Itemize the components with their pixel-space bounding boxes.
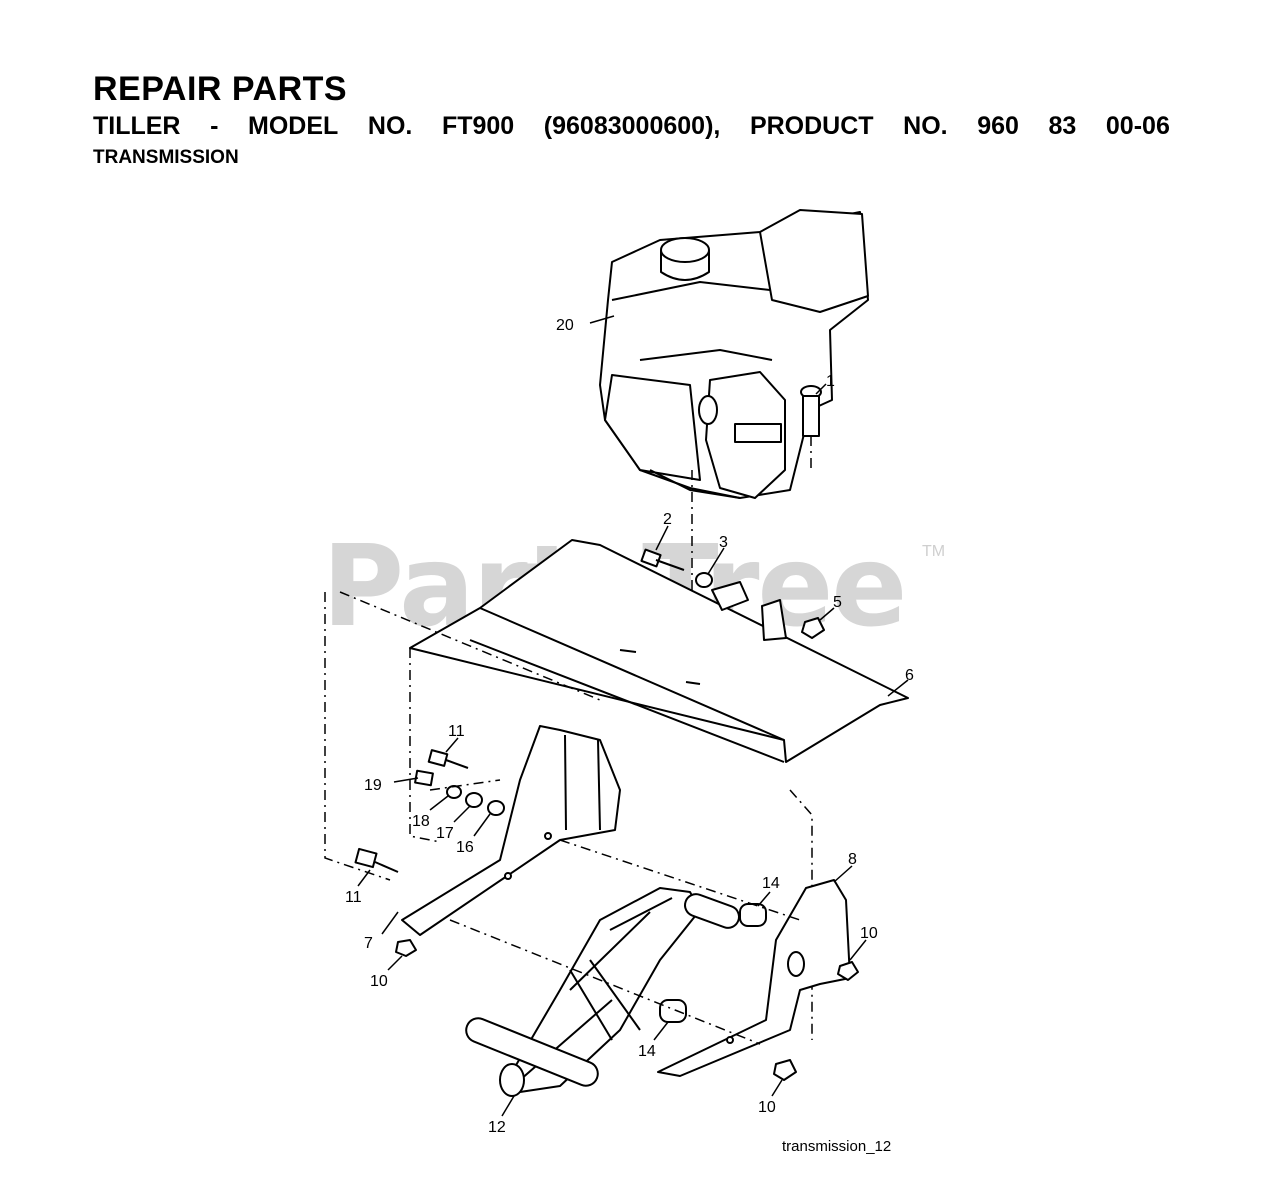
callout-10-right: 10 <box>860 925 878 942</box>
alignment-line <box>559 839 801 921</box>
subtitle-word: TILLER <box>93 112 181 140</box>
callout-14-lower: 14 <box>638 1043 656 1060</box>
callout-10-bottom: 10 <box>758 1099 776 1116</box>
bolt-part-11-lower[interactable] <box>354 847 399 873</box>
callout-16: 16 <box>456 839 474 856</box>
callout-2: 2 <box>663 511 672 528</box>
tine-shield-part[interactable] <box>409 539 909 763</box>
callout-18: 18 <box>412 813 430 830</box>
washer-part-17[interactable] <box>465 792 483 808</box>
alignment-line <box>324 592 391 881</box>
nut-part-10-bottom[interactable] <box>773 1059 797 1081</box>
figure-caption: transmission_12 <box>782 1138 892 1155</box>
nut-part-5[interactable] <box>801 617 825 639</box>
subtitle-word: PRODUCT <box>749 112 874 140</box>
subtitle-word: 960 <box>977 112 1019 140</box>
chain-case-part[interactable] <box>463 887 742 1097</box>
washer-part-3[interactable] <box>695 572 713 588</box>
callout-14-upper: 14 <box>762 875 780 892</box>
alignment-line <box>339 591 601 701</box>
washer-part-18[interactable] <box>446 785 462 799</box>
callout-10-left: 10 <box>370 973 388 990</box>
bolt-part-1[interactable] <box>800 385 822 470</box>
spacer-part-14-lower[interactable] <box>659 999 687 1023</box>
callout-5: 5 <box>833 594 842 611</box>
subtitle-word: NO. <box>367 112 413 140</box>
subtitle-word: FT900 <box>441 112 515 140</box>
subtitle-word: NO. <box>903 112 948 140</box>
page-title: REPAIR PARTS <box>93 70 348 108</box>
subtitle-word: 83 <box>1048 112 1077 140</box>
model-subtitle: TILLER - MODEL NO. FT900 (96083000600), … <box>93 112 1170 141</box>
callout-7: 7 <box>364 935 373 952</box>
callout-1: 1 <box>826 373 835 390</box>
subtitle-word: 00-06 <box>1105 112 1170 140</box>
watermark-tm: TM <box>922 543 946 560</box>
bolt-part-2[interactable] <box>640 548 685 571</box>
leader-lines <box>357 315 909 1117</box>
washer-part-16[interactable] <box>487 800 505 816</box>
section-title: TRANSMISSION <box>93 147 239 168</box>
callout-11-upper: 11 <box>448 723 465 740</box>
callout-17: 17 <box>436 825 454 842</box>
callout-6: 6 <box>905 667 914 684</box>
callout-11-lower: 11 <box>345 889 362 906</box>
shield-bracket[interactable] <box>711 581 787 641</box>
nut-part-10-left[interactable] <box>395 939 417 957</box>
nut-part-10-right[interactable] <box>837 961 859 981</box>
callout-19: 19 <box>364 777 382 794</box>
subtitle-word: MODEL <box>248 112 339 140</box>
callout-8: 8 <box>848 851 857 868</box>
bolt-part-19[interactable] <box>414 769 434 787</box>
bolt-part-11-upper[interactable] <box>427 749 469 769</box>
callout-12: 12 <box>488 1119 506 1136</box>
callout-3: 3 <box>719 534 728 551</box>
support-arm-right-part[interactable] <box>657 879 851 1077</box>
subtitle-word: (96083000600), <box>543 112 721 140</box>
subtitle-word: - <box>210 112 219 140</box>
engine-part[interactable] <box>599 209 869 499</box>
alignment-line <box>429 779 501 791</box>
callout-20: 20 <box>556 317 574 334</box>
